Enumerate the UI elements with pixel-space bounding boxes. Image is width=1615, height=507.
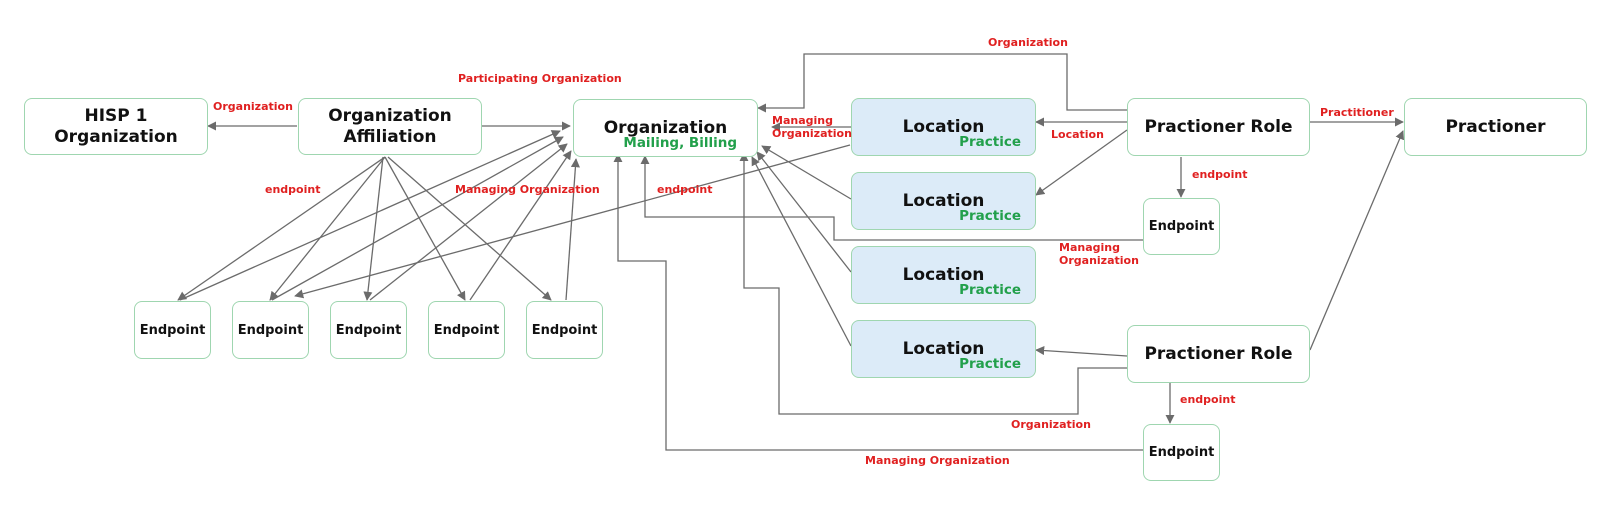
edge-endpoint-4-organization <box>469 150 572 301</box>
endpoint-node-2: Endpoint <box>232 301 309 359</box>
edge-affiliation-endpoint-1 <box>177 156 386 301</box>
label-location-managing-organization: Managing Organization <box>772 114 852 140</box>
organization-sublabel: Mailing, Billing <box>623 135 737 151</box>
practitioner-node: Practioner <box>1404 98 1587 156</box>
edge-endpoint-3-organization <box>369 143 568 301</box>
organization-label: Organization <box>603 118 728 138</box>
label-location-endpoint: endpoint <box>657 183 713 196</box>
edge-role2-endpoint-organization <box>613 153 1143 451</box>
label-endpoints-managing-organization: Managing Organization <box>455 183 600 196</box>
endpoint-node-3: Endpoint <box>330 301 407 359</box>
edge-role1-location2 <box>1035 129 1128 196</box>
endpoint-label: Endpoint <box>237 322 304 338</box>
hisp-organization-node: HISP 1 Organization <box>24 98 208 155</box>
label-role2-organization: Organization <box>1011 418 1091 431</box>
location-sublabel: Practice <box>959 282 1021 298</box>
label-bottom-managing-organization: Managing Organization <box>865 454 1010 467</box>
location-node-2: Location Practice <box>851 172 1036 230</box>
edge-role2-location4 <box>1035 345 1128 357</box>
organization-affiliation-label: Organization Affiliation <box>328 105 452 147</box>
location-sublabel: Practice <box>959 208 1021 224</box>
practitioner-role-label: Practioner Role <box>1144 116 1293 137</box>
endpoint-node-4: Endpoint <box>428 301 505 359</box>
label-role1-practitioner: Practitioner <box>1320 106 1394 119</box>
endpoint-label: Endpoint <box>1148 445 1215 460</box>
location-label: Location <box>902 117 985 137</box>
edge-location3-organization <box>756 151 852 273</box>
edge-endpoint-5-organization <box>565 158 580 301</box>
location-node-1: Location Practice <box>851 98 1036 156</box>
label-affiliation-hisp-organization: Organization <box>213 100 293 113</box>
edge-endpoint-1-organization <box>179 130 561 301</box>
edge-affiliation-endpoint-3 <box>363 156 384 301</box>
hisp-organization-label: HISP 1 Organization <box>54 105 178 147</box>
endpoint-node-5: Endpoint <box>526 301 603 359</box>
label-role1-endpoint: endpoint <box>1192 168 1248 181</box>
location-label: Location <box>902 265 985 285</box>
edge-affiliation-endpoint-4 <box>384 156 466 301</box>
label-participating-organization: Participating Organization <box>458 72 622 85</box>
endpoint-label: Endpoint <box>335 322 402 338</box>
edge-role1-organization <box>757 53 1127 113</box>
location-node-3: Location Practice <box>851 246 1036 304</box>
edge-role2-organization <box>739 152 1127 415</box>
endpoint-node-1: Endpoint <box>134 301 211 359</box>
location-sublabel: Practice <box>959 134 1021 150</box>
edge-role1-endpoint-organization <box>640 155 1143 241</box>
practitioner-role-node-1: Practioner Role <box>1127 98 1310 156</box>
location-label: Location <box>902 191 985 211</box>
endpoint-label: Endpoint <box>531 322 598 338</box>
label-affiliation-endpoint: endpoint <box>265 183 321 196</box>
edge-affiliation-endpoint-5 <box>387 156 552 301</box>
practitioner-role-node-2: Practioner Role <box>1127 325 1310 383</box>
label-endpoint-managing-organization: Managing Organization <box>1059 241 1139 267</box>
label-role2-endpoint: endpoint <box>1180 393 1236 406</box>
edge-location1-endpoint-2 <box>294 144 851 299</box>
edge-endpoint-2-organization <box>271 136 564 301</box>
endpoint-node-role-2: Endpoint <box>1143 424 1220 481</box>
label-role1-organization: Organization <box>988 36 1068 49</box>
practitioner-role-label: Practioner Role <box>1144 343 1293 364</box>
edge-location4-organization <box>751 156 852 347</box>
edge-location2-organization <box>761 145 852 200</box>
location-node-4: Location Practice <box>851 320 1036 378</box>
edge-role2-practitioner <box>1309 130 1404 351</box>
endpoint-label: Endpoint <box>139 322 206 338</box>
organization-affiliation-node: Organization Affiliation <box>298 98 482 155</box>
endpoint-label: Endpoint <box>433 322 500 338</box>
organization-node: Organization Mailing, Billing <box>573 99 758 157</box>
edge-affiliation-endpoint-2 <box>269 156 386 301</box>
location-sublabel: Practice <box>959 356 1021 372</box>
endpoint-label: Endpoint <box>1148 219 1215 234</box>
endpoint-node-role-1: Endpoint <box>1143 198 1220 255</box>
practitioner-label: Practioner <box>1445 116 1546 137</box>
label-role1-location: Location <box>1051 128 1104 141</box>
location-label: Location <box>902 339 985 359</box>
